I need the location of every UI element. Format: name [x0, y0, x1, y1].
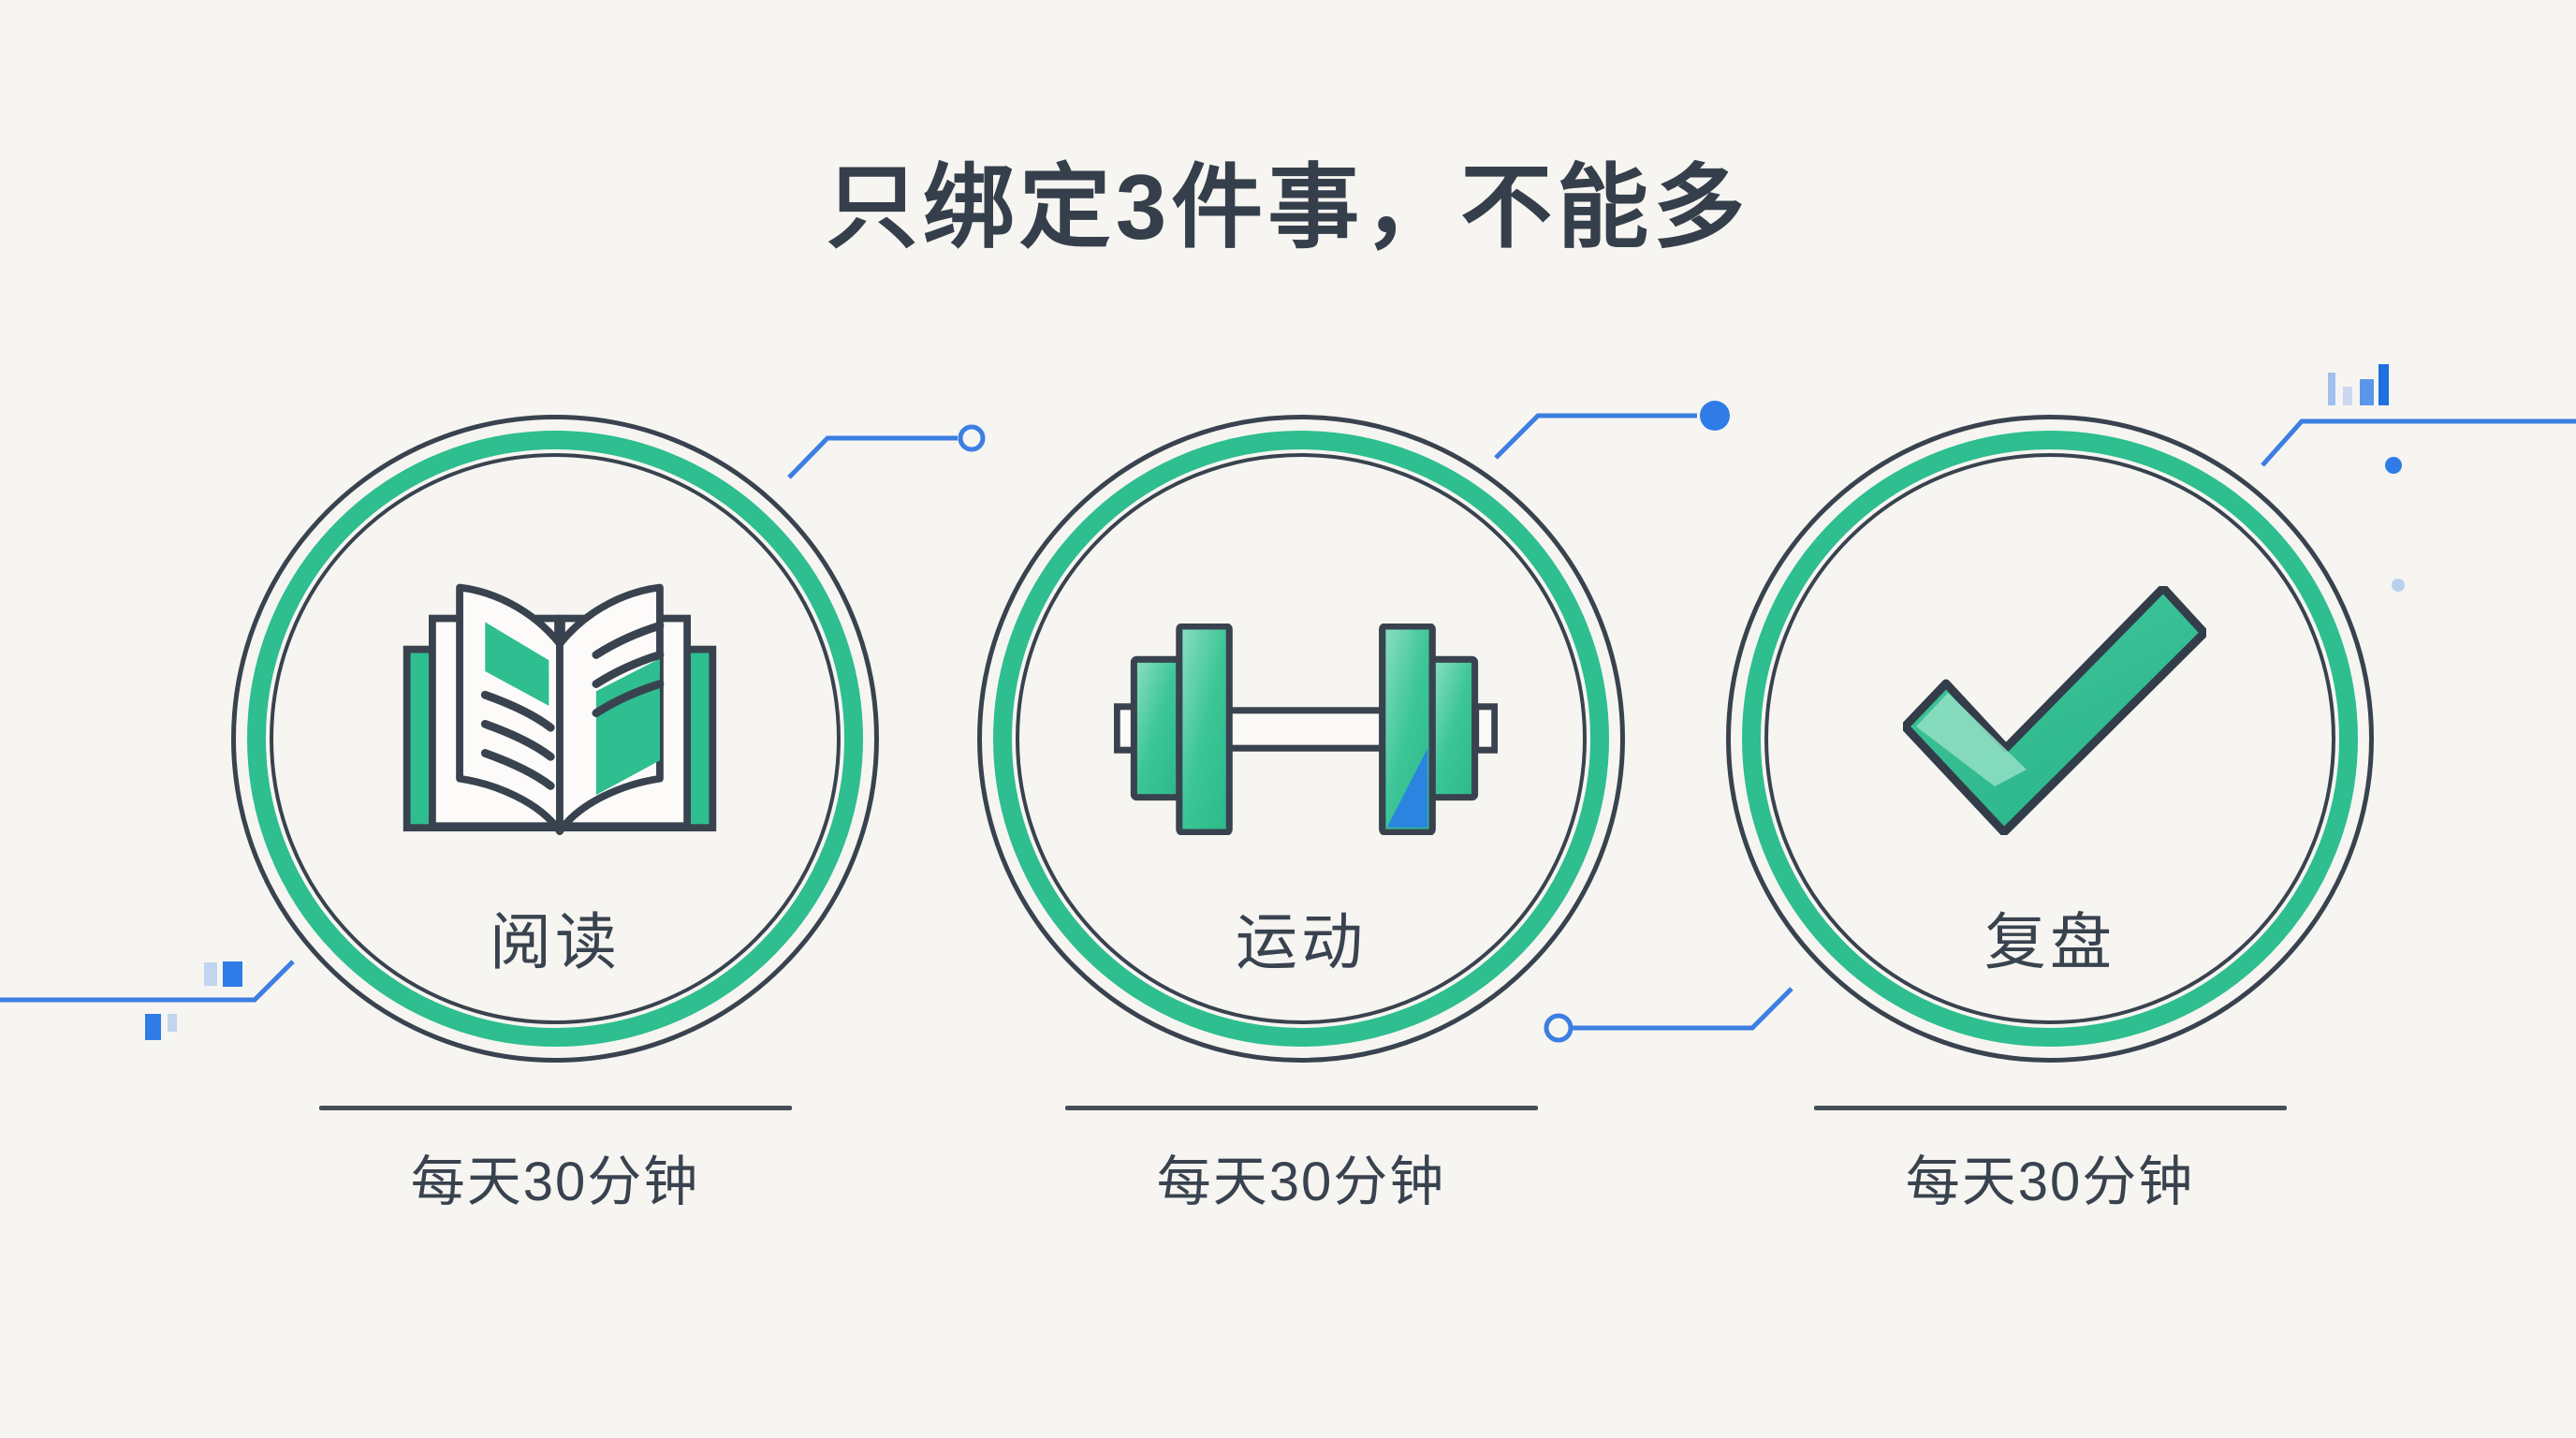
checkmark-icon: [1903, 586, 2206, 835]
habit-caption-exercise: 每天30分钟: [1156, 1152, 1446, 1212]
habit-card-review: 复盘 每天30分钟: [1726, 415, 2374, 1212]
habit-caption-review: 每天30分钟: [1905, 1152, 2195, 1212]
circuit-line: [0, 960, 295, 1003]
mini-pixel-squares: [145, 961, 242, 1040]
circuit-line: [1573, 987, 1793, 1031]
review-circle-badge: 复盘: [1726, 415, 2374, 1063]
inner-ring: [270, 453, 841, 1024]
divider-line: [1065, 1106, 1538, 1110]
circuit-line: [787, 435, 958, 479]
divider-line: [1814, 1106, 2287, 1110]
circuit-line: [2261, 418, 2576, 467]
circuit-line: [1494, 413, 1697, 460]
divider-line: [319, 1106, 792, 1110]
habit-label-exercise: 运动: [1236, 907, 1367, 976]
page-title: 只绑定3件事，不能多: [826, 155, 1750, 258]
reading-circle-badge: 阅读: [231, 415, 879, 1063]
circuit-node-ring: [958, 424, 986, 452]
habit-card-reading: 阅读 每天30分钟: [231, 415, 879, 1212]
habit-caption-reading: 每天30分钟: [410, 1152, 700, 1212]
habit-card-exercise: 运动 每天30分钟: [977, 415, 1625, 1212]
circuit-node-dots: [1700, 401, 2405, 592]
mini-bar-chart-icon: [2328, 364, 2389, 405]
circuit-node-ring: [1544, 1013, 1573, 1043]
inner-ring: [1764, 453, 2335, 1024]
inner-ring: [1016, 453, 1587, 1024]
habit-label-reading: 阅读: [490, 907, 621, 976]
habit-label-review: 复盘: [1984, 907, 2115, 976]
open-book-icon: [402, 583, 717, 835]
exercise-circle-badge: 运动: [977, 415, 1625, 1063]
dumbbell-icon: [1114, 624, 1498, 835]
